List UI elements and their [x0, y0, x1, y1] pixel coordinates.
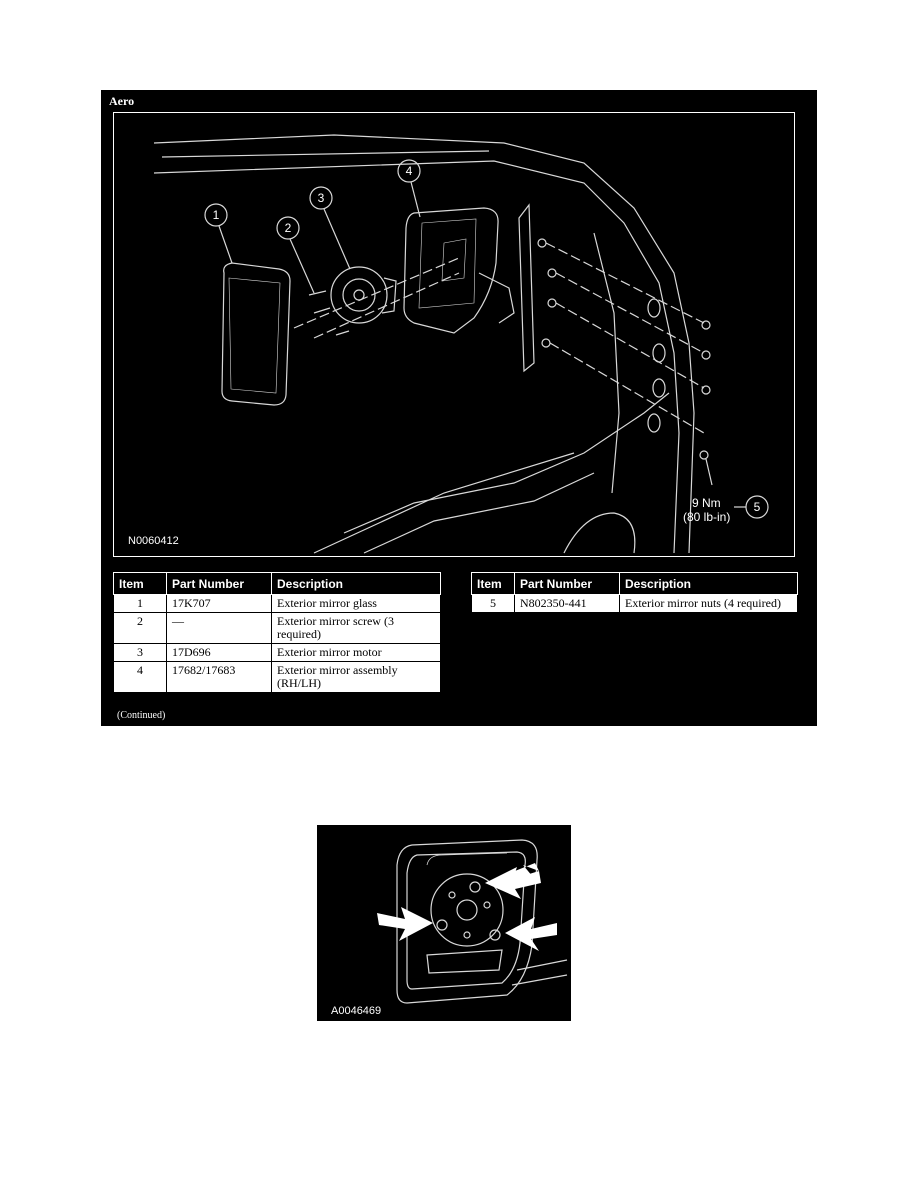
cell-desc: Exterior mirror glass	[271, 594, 441, 613]
col-header-part-number: Part Number	[166, 572, 272, 595]
callout-1: 1	[213, 208, 220, 222]
cell-desc: Exterior mirror motor	[271, 643, 441, 662]
callout-4: 4	[406, 164, 413, 178]
exploded-view-figure: Aero	[101, 90, 817, 726]
arrow-icon	[485, 863, 539, 885]
arrow-icon	[377, 907, 433, 941]
cell-desc: Exterior mirror nuts (4 required)	[619, 594, 798, 613]
cell-part: N802350-441	[514, 594, 620, 613]
table-row: 2 — Exterior mirror screw (3 required)	[113, 612, 441, 644]
mirror-motor-illustration	[377, 839, 568, 1004]
illustration-frame: 1 2 3 4 5 9 Nm (80 lb-in) N0060412	[113, 112, 795, 557]
col-header-item: Item	[471, 572, 515, 595]
callout-2: 2	[285, 221, 292, 235]
cell-item: 2	[113, 612, 167, 644]
parts-table-left: Item Part Number Description 1 17K707 Ex…	[113, 572, 441, 693]
table-row: 5 N802350-441 Exterior mirror nuts (4 re…	[471, 594, 798, 613]
col-header-description: Description	[619, 572, 798, 595]
col-header-part-number: Part Number	[514, 572, 620, 595]
torque-value-imperial: (80 lb-in)	[683, 510, 730, 524]
callout-5: 5	[754, 500, 761, 514]
cell-desc: Exterior mirror assembly (RH/LH)	[271, 661, 441, 693]
torque-value: 9 Nm	[692, 496, 721, 510]
callout-3: 3	[318, 191, 325, 205]
figure-id: N0060412	[128, 535, 179, 547]
cell-part: 17D696	[166, 643, 272, 662]
mirror-exploded-illustration: 1 2 3 4 5 9 Nm (80 lb-in)	[153, 134, 769, 554]
cell-desc: Exterior mirror screw (3 required)	[271, 612, 441, 644]
arrow-icon	[485, 867, 541, 899]
cell-item: 3	[113, 643, 167, 662]
table-row: 4 17682/17683 Exterior mirror assembly (…	[113, 661, 441, 693]
cell-item: 4	[113, 661, 167, 693]
motor-screws-figure: A0046469	[317, 825, 571, 1021]
cell-part: —	[166, 612, 272, 644]
parts-table-right: Item Part Number Description 5 N802350-4…	[471, 572, 798, 613]
cell-part: 17K707	[166, 594, 272, 613]
cell-item: 5	[471, 594, 515, 613]
cell-item: 1	[113, 594, 167, 613]
table-row: 3 17D696 Exterior mirror motor	[113, 643, 441, 662]
figure-id: A0046469	[331, 1005, 382, 1017]
col-header-item: Item	[113, 572, 167, 595]
continued-note: (Continued)	[117, 710, 166, 721]
figure-title: Aero	[109, 94, 135, 108]
cell-part: 17682/17683	[166, 661, 272, 693]
col-header-description: Description	[271, 572, 441, 595]
table-row: 1 17K707 Exterior mirror glass	[113, 594, 441, 613]
arrow-icon	[505, 917, 557, 951]
